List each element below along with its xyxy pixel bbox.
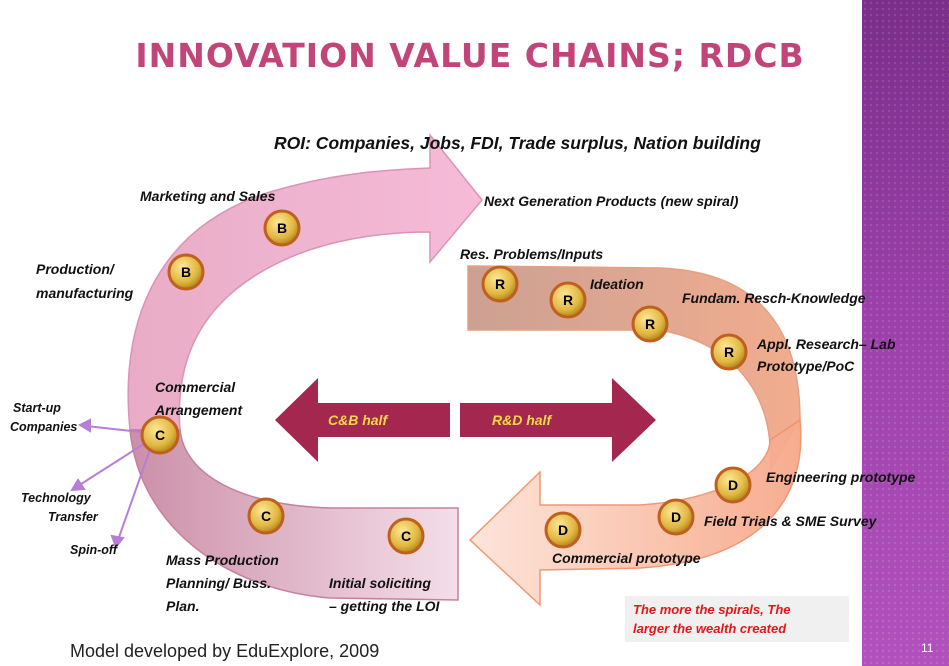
initial-soliciting-line2: – getting the LOI — [329, 598, 440, 614]
coin-d-field-trials: D — [657, 498, 695, 536]
commercial-arrangement-line2: Arrangement — [155, 402, 243, 418]
coin-b-label: B — [277, 220, 287, 236]
spinoff-arrowhead — [110, 534, 125, 550]
cb-half-label: C&B half — [328, 412, 388, 428]
startup-arrow-line — [85, 425, 151, 434]
coin-c-label: C — [401, 528, 411, 544]
lower-salmon-arrow — [468, 418, 802, 607]
coin-d-label: D — [671, 509, 681, 525]
spinoff-label: Spin-off — [70, 543, 117, 557]
coin-d-label: D — [558, 522, 568, 538]
applied-research-label-line2: Prototype/PoC — [757, 358, 855, 374]
initial-soliciting-line1: Initial soliciting — [329, 575, 431, 591]
upper-pink-arrow — [127, 132, 483, 431]
tech-transfer-arrow-line — [77, 439, 151, 487]
coin-r-res-problems: R — [481, 265, 519, 303]
footer-credit: Model developed by EduExplore, 2009 — [70, 641, 380, 661]
coin-r-label: R — [645, 316, 655, 332]
production-label-line1: Production/ — [36, 261, 114, 277]
tech-transfer-arrowhead — [70, 478, 86, 492]
spinoff-arrow-line — [117, 443, 153, 541]
wealth-note-line2: larger the wealth created — [633, 621, 787, 636]
wealth-note-box: The more the spirals, The larger the wea… — [625, 596, 849, 642]
purple-side-band — [862, 0, 949, 666]
roi-label: ROI: Companies, Jobs, FDI, Trade surplus… — [274, 133, 761, 153]
field-trials-label: Field Trials & SME Survey — [704, 513, 877, 529]
wealth-note-line1: The more the spirals, The — [633, 602, 791, 617]
engineering-prototype-label: Engineering prototype — [766, 469, 916, 485]
coin-c-commercial: C — [140, 415, 180, 455]
startup-label-line1: Start-up — [13, 401, 61, 415]
slide-number: 11 — [921, 641, 934, 655]
rd-half-arrow — [460, 378, 656, 462]
ideation-label: Ideation — [590, 276, 644, 292]
coin-r-label: R — [495, 276, 505, 292]
coin-c-label: C — [155, 427, 165, 443]
coin-r-applied: R — [710, 333, 748, 371]
commercial-arrangement-line1: Commercial — [155, 379, 236, 395]
coin-c-initial: C — [387, 517, 425, 555]
coin-r-ideation: R — [549, 281, 587, 319]
coin-b-label: B — [181, 264, 191, 280]
slide-title: INNOVATION VALUE CHAINS; RDCB — [135, 36, 805, 75]
marketing-sales-label: Marketing and Sales — [140, 188, 276, 204]
fundamental-research-label: Fundam. Resch-Knowledge — [682, 290, 866, 306]
coin-d-commercial-proto: D — [544, 511, 582, 549]
startup-label-line2: Companies — [10, 420, 78, 434]
coin-d-engineering: D — [714, 466, 752, 504]
coin-d-label: D — [728, 477, 738, 493]
tech-transfer-label-line1: Technology — [21, 491, 91, 505]
startup-arrowhead — [77, 418, 91, 433]
rd-half-label: R&D half — [492, 412, 552, 428]
next-generation-label: Next Generation Products (new spiral) — [484, 193, 739, 209]
coin-r-fundamental: R — [631, 305, 669, 343]
res-problems-label: Res. Problems/Inputs — [460, 246, 604, 262]
cb-half-arrow — [275, 378, 450, 462]
applied-research-label-line1: Appl. Research– Lab — [757, 336, 896, 352]
mass-production-line1: Mass Production — [166, 552, 279, 568]
coin-b-marketing: B — [263, 209, 301, 247]
coin-c-mass-production: C — [247, 497, 285, 535]
commercial-prototype-label: Commercial prototype — [552, 550, 701, 566]
mass-production-line3: Plan. — [166, 598, 200, 614]
production-label-line2: manufacturing — [36, 285, 134, 301]
outcome-arrows — [70, 418, 153, 550]
coin-b-production: B — [167, 253, 205, 291]
lower-mauve-band — [129, 429, 459, 601]
mass-production-line2: Planning/ Buss. — [166, 575, 272, 591]
coin-r-label: R — [563, 292, 573, 308]
coin-c-label: C — [261, 508, 271, 524]
coin-r-label: R — [724, 344, 734, 360]
tech-transfer-label-line2: Transfer — [48, 510, 98, 524]
